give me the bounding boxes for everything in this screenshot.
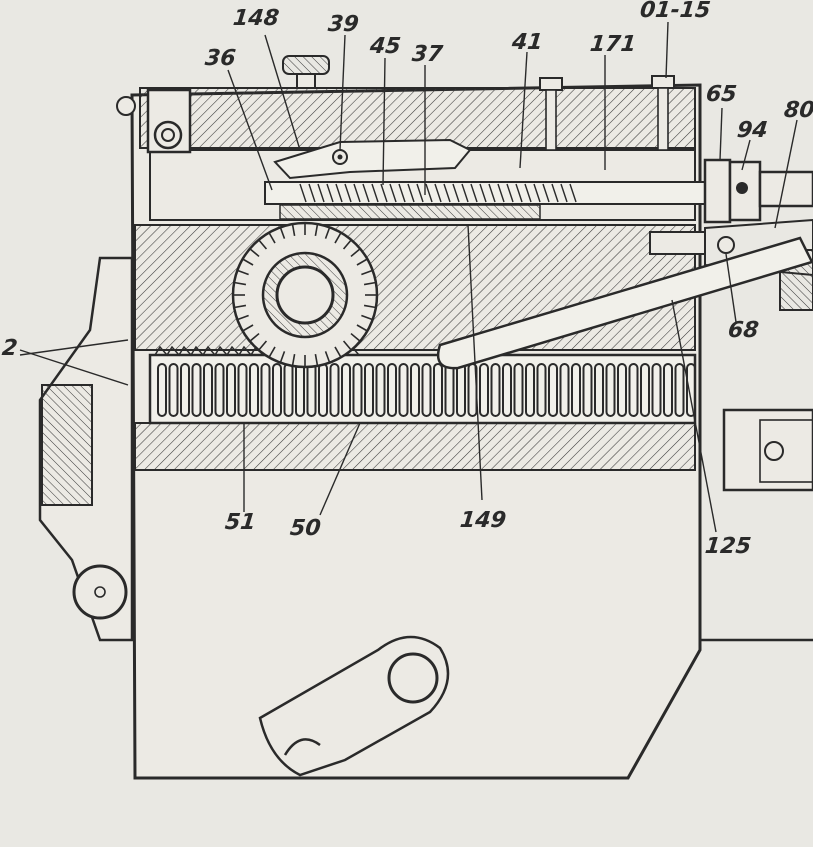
rod-spring (299, 183, 577, 203)
middle-housing-section (134, 224, 696, 351)
callout-94: 94 (735, 118, 769, 143)
callout-68: 68 (726, 318, 760, 343)
leader-lines (19, 21, 798, 533)
right-side-block (722, 408, 813, 492)
shaft-80 (758, 170, 813, 208)
upper-housing-section (139, 87, 696, 149)
top-screw-41 (539, 77, 563, 91)
callout-80: 80 (782, 98, 813, 123)
callout-148: 148 (231, 6, 281, 31)
top-knob (282, 55, 330, 75)
gear-bore (275, 265, 335, 325)
callout-125: 125 (703, 534, 753, 559)
callout-51: 51 (223, 510, 257, 535)
pin-68 (717, 236, 735, 254)
callout-171: 171 (588, 32, 638, 57)
rod-lower-rack (279, 204, 541, 220)
callout-37: 37 (410, 42, 444, 67)
callout-149: 149 (458, 508, 508, 533)
latch-eye (387, 652, 439, 704)
lower-housing-section (134, 422, 696, 471)
callout-2: 2 (0, 336, 19, 361)
angled-lever (436, 236, 813, 370)
left-small-screw (116, 96, 136, 116)
end-cap-65 (703, 158, 732, 224)
callout-36: 36 (203, 46, 237, 71)
callout-41: 41 (510, 30, 544, 55)
callout-50: 50 (288, 516, 322, 541)
pawl-lever (273, 138, 472, 180)
callout-45: 45 (368, 34, 402, 59)
callout-01-15: 01-15 (638, 0, 712, 23)
callout-65: 65 (704, 82, 738, 107)
callout-39: 39 (326, 12, 360, 37)
gear-teeth (233, 223, 377, 367)
top-screw-01-15 (651, 75, 675, 89)
coil-spring (157, 363, 696, 417)
